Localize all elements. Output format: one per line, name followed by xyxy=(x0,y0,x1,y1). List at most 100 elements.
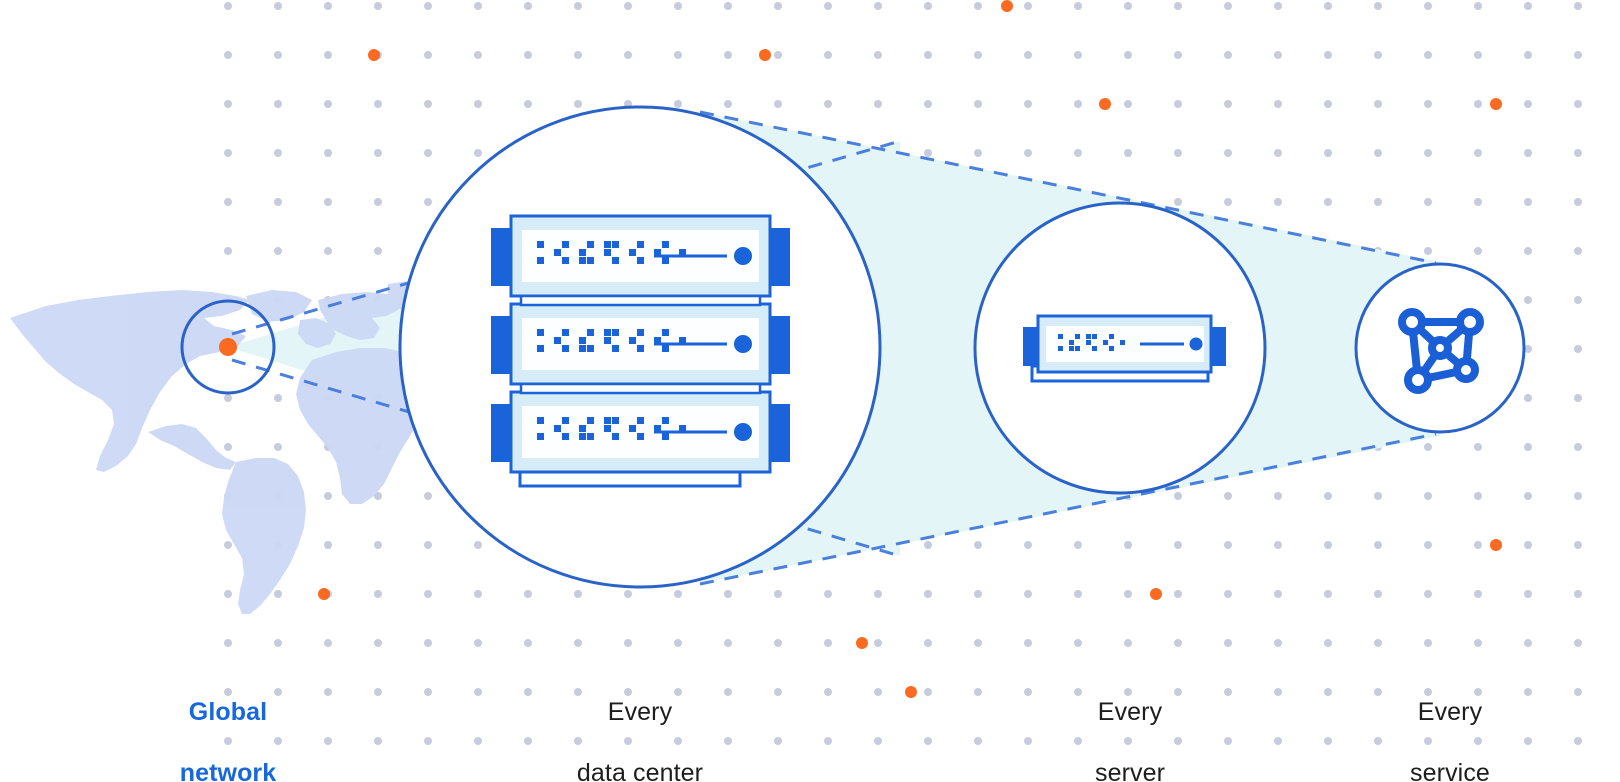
grid-dot xyxy=(574,688,582,696)
grid-dot xyxy=(374,541,382,549)
grid-dot xyxy=(774,2,782,10)
grid-dot xyxy=(1174,51,1182,59)
grid-dot xyxy=(874,590,882,598)
grid-dot xyxy=(724,51,732,59)
grid-dot xyxy=(1324,198,1332,206)
grid-dot xyxy=(1174,541,1182,549)
grid-dot xyxy=(974,51,982,59)
grid-dot xyxy=(1474,149,1482,157)
rack-unit-1-left-tab xyxy=(491,228,513,286)
grid-dot xyxy=(224,247,232,255)
grid-dot xyxy=(1574,149,1582,157)
grid-dot xyxy=(1474,247,1482,255)
grid-dot xyxy=(574,100,582,108)
accent-dot xyxy=(318,588,330,600)
grid-dot xyxy=(1374,541,1382,549)
rack-unit-1-status-dot xyxy=(734,247,752,265)
grid-dot xyxy=(1074,2,1082,10)
grid-dot xyxy=(1424,443,1432,451)
grid-dot xyxy=(474,590,482,598)
accent-dot xyxy=(1099,98,1111,110)
server-rack-unit-2[interactable] xyxy=(491,302,790,386)
server-rack-unit-1[interactable] xyxy=(491,214,790,298)
stage-every-service[interactable] xyxy=(1354,262,1526,434)
grid-dot xyxy=(1224,149,1232,157)
grid-dot xyxy=(1474,688,1482,696)
grid-dot xyxy=(974,541,982,549)
grid-dot xyxy=(1324,639,1332,647)
grid-dot xyxy=(1374,688,1382,696)
grid-dot xyxy=(1374,590,1382,598)
grid-dot xyxy=(1374,492,1382,500)
grid-dot xyxy=(1324,688,1332,696)
grid-dot xyxy=(724,590,732,598)
dashed-line-service-bottom xyxy=(699,432,1437,586)
grid-dot xyxy=(324,688,332,696)
network-node-top-left xyxy=(1398,308,1426,336)
grid-dot xyxy=(824,51,832,59)
server-unit[interactable] xyxy=(1023,314,1226,374)
grid-dot xyxy=(1074,688,1082,696)
grid-dot xyxy=(1374,198,1382,206)
grid-dot xyxy=(874,639,882,647)
grid-dot xyxy=(874,688,882,696)
grid-dot xyxy=(324,51,332,59)
grid-dot xyxy=(774,688,782,696)
grid-dot xyxy=(974,688,982,696)
grid-dot xyxy=(1074,100,1082,108)
grid-dot xyxy=(1524,198,1532,206)
stage-every-server[interactable] xyxy=(973,201,1267,495)
grid-dot xyxy=(1474,541,1482,549)
grid-dot xyxy=(1524,51,1532,59)
grid-dot xyxy=(274,51,282,59)
grid-dot xyxy=(374,100,382,108)
grid-dot xyxy=(824,639,832,647)
stage-global-network[interactable] xyxy=(180,299,276,395)
grid-dot xyxy=(1024,688,1032,696)
grid-dot xyxy=(1274,100,1282,108)
grid-dot xyxy=(474,688,482,696)
global-network-location-marker[interactable] xyxy=(219,338,237,356)
grid-dot xyxy=(424,737,432,745)
grid-dot xyxy=(1524,296,1532,304)
grid-dot xyxy=(1374,737,1382,745)
network-node-top-right xyxy=(1456,308,1484,336)
grid-dot xyxy=(424,639,432,647)
grid-dot xyxy=(1124,590,1132,598)
grid-dot xyxy=(924,100,932,108)
grid-dot xyxy=(1574,247,1582,255)
grid-dot xyxy=(1324,51,1332,59)
network-node-bottom-left xyxy=(1404,366,1432,394)
grid-dot xyxy=(924,2,932,10)
rack-unit-3-right-tab xyxy=(768,404,790,462)
grid-dot xyxy=(1374,51,1382,59)
network-graph-icon[interactable] xyxy=(1398,308,1484,394)
grid-dot xyxy=(774,100,782,108)
grid-dot xyxy=(1374,639,1382,647)
grid-dot xyxy=(1524,541,1532,549)
server-unit-status-dot xyxy=(1189,337,1203,351)
grid-dot xyxy=(1224,492,1232,500)
grid-dot xyxy=(374,247,382,255)
grid-dot xyxy=(924,149,932,157)
accent-dot xyxy=(905,686,917,698)
grid-dot xyxy=(1174,688,1182,696)
grid-dot xyxy=(524,51,532,59)
grid-dot xyxy=(1174,100,1182,108)
grid-dot xyxy=(574,2,582,10)
grid-dot xyxy=(1174,198,1182,206)
grid-dot xyxy=(1324,541,1332,549)
stage-every-data-center[interactable] xyxy=(398,105,882,589)
grid-dot xyxy=(224,443,232,451)
grid-dot xyxy=(524,688,532,696)
grid-dot xyxy=(1324,590,1332,598)
grid-dot xyxy=(1124,541,1132,549)
server-unit-right-tab xyxy=(1210,327,1226,366)
grid-dot xyxy=(574,590,582,598)
grid-dot xyxy=(324,149,332,157)
grid-dot xyxy=(1324,492,1332,500)
global-network-circle xyxy=(180,299,276,395)
rack-unit-3-led-grid xyxy=(537,417,686,440)
grid-dot xyxy=(224,198,232,206)
grid-dot xyxy=(924,688,932,696)
